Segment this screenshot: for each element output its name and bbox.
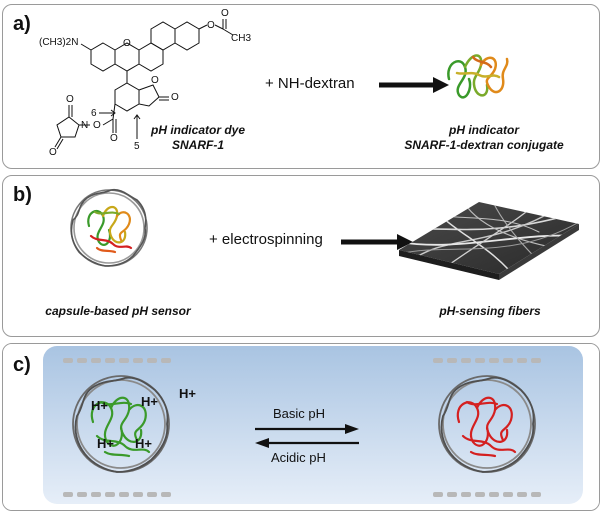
dye-caption-line2: SNARF-1 [171,138,224,152]
chem-position-5: 5 [134,141,140,152]
chem-nhs-oxygen-bottom: O [49,147,57,158]
product-caption-line1: pH indicator [448,123,519,137]
panel-c-background [3,344,599,510]
fiber-mat-illustration [399,202,579,280]
product-caption-line2: SNARF-1-dextran conjugate [404,138,564,152]
plus-electrospinning: + electrospinning [209,231,323,248]
chem-acetoxy-ch3: CH3 [231,33,252,44]
capsule-illustration [70,188,148,267]
chem-ring-oxygen: O [123,38,131,49]
panel-b: b) + electrospinning [2,175,600,337]
basic-ph-label: Basic pH [273,406,326,421]
chem-position-6: 6 [91,108,97,119]
chem-acetoxy-oxygen: O [207,20,215,31]
panel-c-label: c) [13,354,31,376]
reaction-arrow-b [341,234,413,250]
capsule-caption: capsule-based pH sensor [45,304,191,318]
proton-label-2: H+ [141,394,158,409]
dye-caption-line1: pH indicator dye [150,123,245,137]
chem-ester-oxygen: O [93,120,101,131]
acidic-ph-label: Acidic pH [271,450,326,465]
capsule-basic-green [72,375,170,473]
fibers-caption: pH-sensing fibers [439,304,541,318]
proton-label-3: H+ [179,386,196,401]
equilibrium-arrows [255,424,359,448]
product-caption: pH indicator SNARF-1-dextran conjugate [399,123,569,153]
chem-nhs-nitrogen: N [81,120,89,131]
chem-lactone-oxygen: O [151,75,159,86]
chem-dimethylamino: (CH3)2N [39,37,79,48]
proton-label-5: H+ [135,436,152,451]
panel-c: c) H+ H+ H+ H+ H+ Basic pH Acidic pH [2,343,600,511]
chem-ester-carbonyl: O [110,133,118,144]
chem-lactone-carbonyl: O [171,92,179,103]
proton-label-1: H+ [91,398,108,413]
dextran-conjugate-coil [447,54,509,99]
panel-b-label: b) [13,184,32,206]
panel-a-label: a) [13,13,31,35]
plus-nh-dextran: + NH-dextran [265,75,355,92]
capsule-acidic-red [438,375,536,473]
snarf1-structure [54,19,234,150]
proton-label-4: H+ [97,436,114,451]
dye-caption: pH indicator dye SNARF-1 [143,123,253,153]
panel-a: a) [2,4,600,169]
reaction-arrow-a [379,77,449,93]
chem-acetoxy-carbonyl: O [221,8,229,19]
chem-nhs-oxygen-top: O [66,94,74,105]
